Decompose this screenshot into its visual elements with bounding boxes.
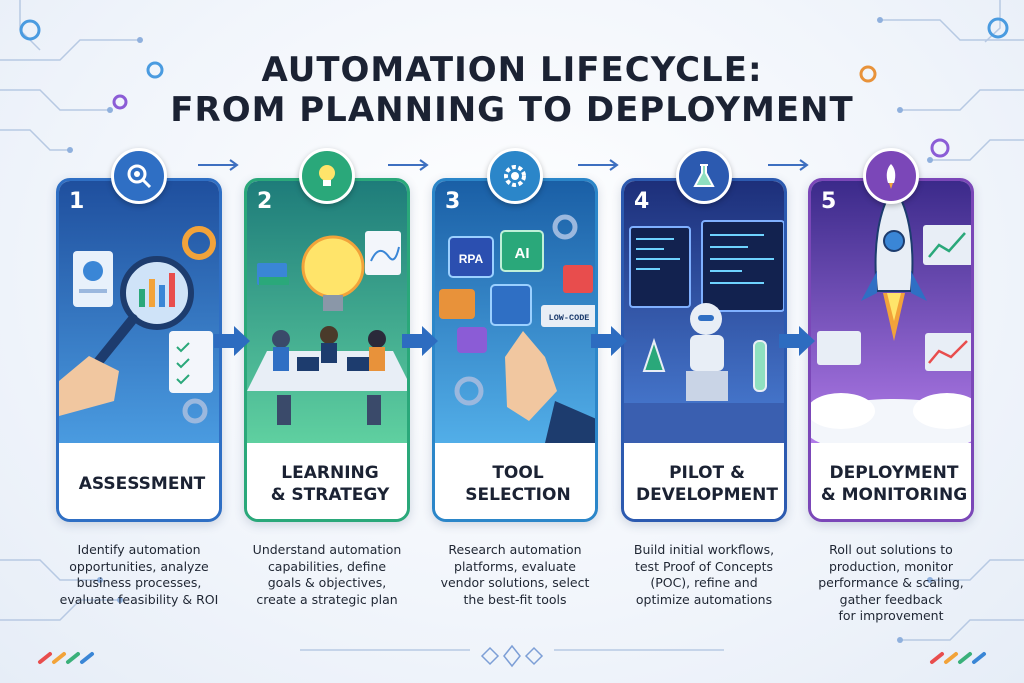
title-line-1: AUTOMATION LIFECYCLE:	[261, 50, 763, 90]
desc-line: Identify automation	[77, 542, 201, 557]
title-line-2: FROM PLANNING TO DEPLOYMENT	[170, 90, 854, 130]
desc-line: Roll out solutions to	[829, 542, 953, 557]
arrow-4-5	[779, 326, 815, 356]
step-card-tool-selection: RPA AI LOW-CODE 3 TOOL SELECTION	[432, 178, 598, 522]
step-label-line-1: LEARNING	[281, 463, 379, 483]
step-number: 5	[821, 189, 837, 214]
step-3-description: Research automation platforms, evaluate …	[423, 542, 607, 608]
step-3-badge	[487, 148, 543, 204]
step-label: TOOL SELECTION	[435, 443, 595, 519]
step-label-line-2: & STRATEGY	[270, 485, 390, 505]
magnifier-gear-icon	[127, 164, 152, 189]
desc-line: Research automation	[448, 542, 582, 557]
step-label-line-2: & MONITORING	[820, 485, 968, 505]
desc-line: vendor solutions, select	[440, 575, 590, 590]
deployment-monitoring-illustration	[811, 181, 971, 443]
desc-line: goals & objectives,	[267, 575, 387, 590]
tool-selection-illustration: RPA AI LOW-CODE	[435, 181, 595, 443]
desc-line: test Proof of Concepts	[634, 558, 774, 574]
step-label: LEARNING & STRATEGY	[247, 443, 407, 519]
step-2-description: Understand automation capabilities, defi…	[235, 542, 419, 608]
step-4-description: Build initial workflows, test Proof of C…	[612, 542, 796, 608]
step-card-learning-strategy: 2 LEARNING & STRATEGY	[244, 178, 410, 522]
gear-icon	[504, 165, 526, 187]
step-label: DEPLOYMENT & MONITORING	[811, 443, 971, 519]
top-arrow-4-5	[768, 159, 809, 171]
desc-line: create a strategic plan	[256, 591, 398, 607]
arrow-3-4	[591, 326, 627, 356]
top-arrow-2-3	[388, 159, 429, 171]
step-label: PILOT & DEVELOPMENT	[624, 443, 784, 519]
desc-line: platforms, evaluate	[454, 558, 576, 574]
rocket-icon	[886, 164, 896, 189]
step-2-badge	[299, 148, 355, 204]
step-number: 3	[445, 189, 461, 214]
desc-line: (POC), refine and	[650, 575, 758, 590]
step-label-line-2: SELECTION	[465, 485, 571, 505]
step-card-pilot-development: 4 PILOT & DEVELOPMENT	[621, 178, 787, 522]
step-label: ASSESSMENT	[59, 443, 219, 519]
desc-line: for improvement	[838, 608, 944, 623]
learning-strategy-illustration	[247, 181, 407, 443]
desc-line: opportunities, analyze	[69, 558, 209, 574]
top-arrow-1-2	[198, 159, 239, 171]
rpa-tag: RPA	[459, 252, 484, 266]
step-5-description: Roll out solutions to production, monito…	[799, 542, 983, 625]
desc-line: business processes,	[76, 575, 202, 590]
desc-line: the best-fit tools	[463, 591, 567, 607]
step-1-description: Identify automation opportunities, analy…	[47, 542, 231, 608]
arrow-2-3	[402, 326, 438, 356]
step-card-deployment-monitoring: 5 DEPLOYMENT & MONITORING	[808, 178, 974, 522]
low-code-tag: LOW-CODE	[549, 313, 590, 323]
step-label-line-2: DEVELOPMENT	[636, 485, 778, 505]
step-label-line-1: PILOT &	[669, 463, 745, 483]
page-title: AUTOMATION LIFECYCLE: FROM PLANNING TO D…	[0, 50, 1024, 130]
step-5-badge	[863, 148, 919, 204]
step-card-assessment: 1 ASSESSMENT	[56, 178, 222, 522]
step-label-line-1: DEPLOYMENT	[829, 463, 959, 483]
ai-tag: AI	[515, 245, 530, 262]
desc-line: gather feedback	[839, 591, 943, 607]
step-number: 2	[257, 189, 273, 214]
step-number: 1	[69, 189, 85, 214]
step-label-line-1: TOOL	[492, 463, 544, 483]
desc-line: capabilities, define	[267, 558, 387, 574]
step-label-line-1: ASSESSMENT	[78, 474, 206, 494]
step-number: 4	[634, 189, 650, 214]
desc-line: production, monitor	[829, 558, 953, 574]
flask-icon	[693, 164, 715, 187]
pilot-development-illustration	[624, 181, 784, 443]
desc-line: optimize automations	[635, 591, 773, 607]
step-4-badge	[676, 148, 732, 204]
step-1-badge	[111, 148, 167, 204]
desc-line: Understand automation	[252, 542, 402, 557]
desc-line: evaluate feasibility & ROI	[59, 591, 219, 607]
desc-line: Build initial workflows,	[633, 542, 775, 557]
top-arrow-3-4	[578, 159, 619, 171]
arrow-1-2	[214, 326, 250, 356]
lightbulb-icon	[319, 165, 335, 186]
assessment-illustration	[59, 181, 219, 443]
desc-line: performance & scaling,	[818, 575, 964, 590]
